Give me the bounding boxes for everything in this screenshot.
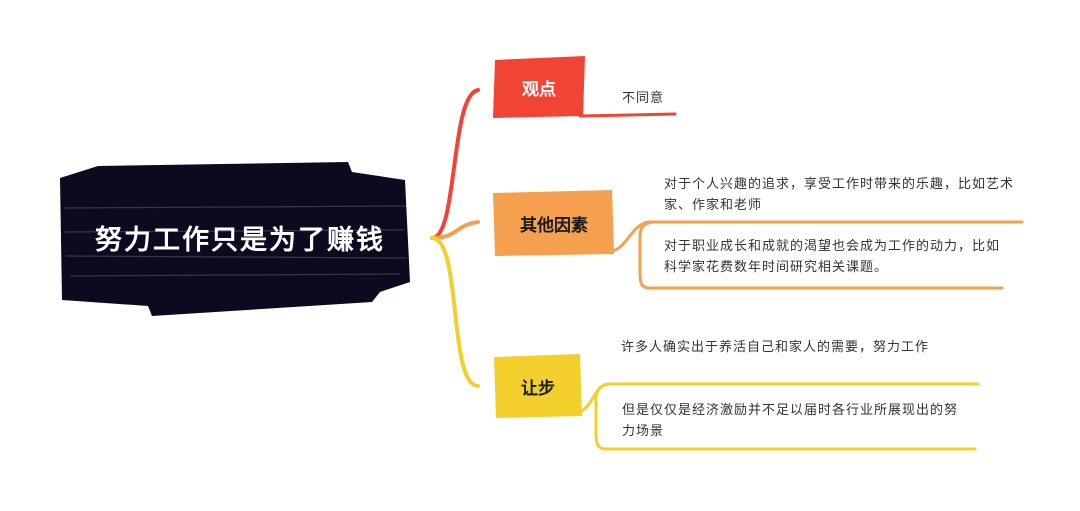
connector-viewpoint (430, 88, 480, 240)
leaf-text-interest: 对于个人兴趣的追求，享受工作时带来的乐趣，比如艺术家、作家和老师 (664, 177, 1015, 213)
branch-label-concession: 让步 (521, 378, 555, 399)
leaf-text-incentive: 但是仅仅是经济激励并不足以届时各行业所展现出的努力场景 (622, 403, 959, 439)
branch-label-viewpoint: 观点 (522, 79, 556, 100)
branch-box-viewpoint (493, 56, 585, 118)
leaf-frame-career (638, 220, 1004, 290)
root-brush-streaks (63, 205, 409, 277)
connector-concession (430, 236, 480, 388)
branch-box-concession (494, 354, 582, 418)
root-node-background (60, 162, 410, 316)
leaf-text-livelihood: 许多人确实出于养活自己和家人的需要，努力工作 (621, 340, 930, 355)
connector-other-factors (430, 220, 480, 240)
leaf-underline-disagree (578, 112, 677, 118)
leaf-frame-incentive (594, 382, 977, 451)
root-node-title: 努力工作只是为了赚钱 (95, 225, 385, 256)
leaf-text-disagree: 不同意 (622, 91, 665, 106)
branch-box-other-factors (493, 190, 614, 256)
leaf-text-career: 对于职业成长和成就的渴望也会成为工作的动力，比如科学家花费数年时间研究相关课题。 (664, 239, 1001, 275)
branch-label-other-factors: 其他因素 (520, 215, 588, 236)
